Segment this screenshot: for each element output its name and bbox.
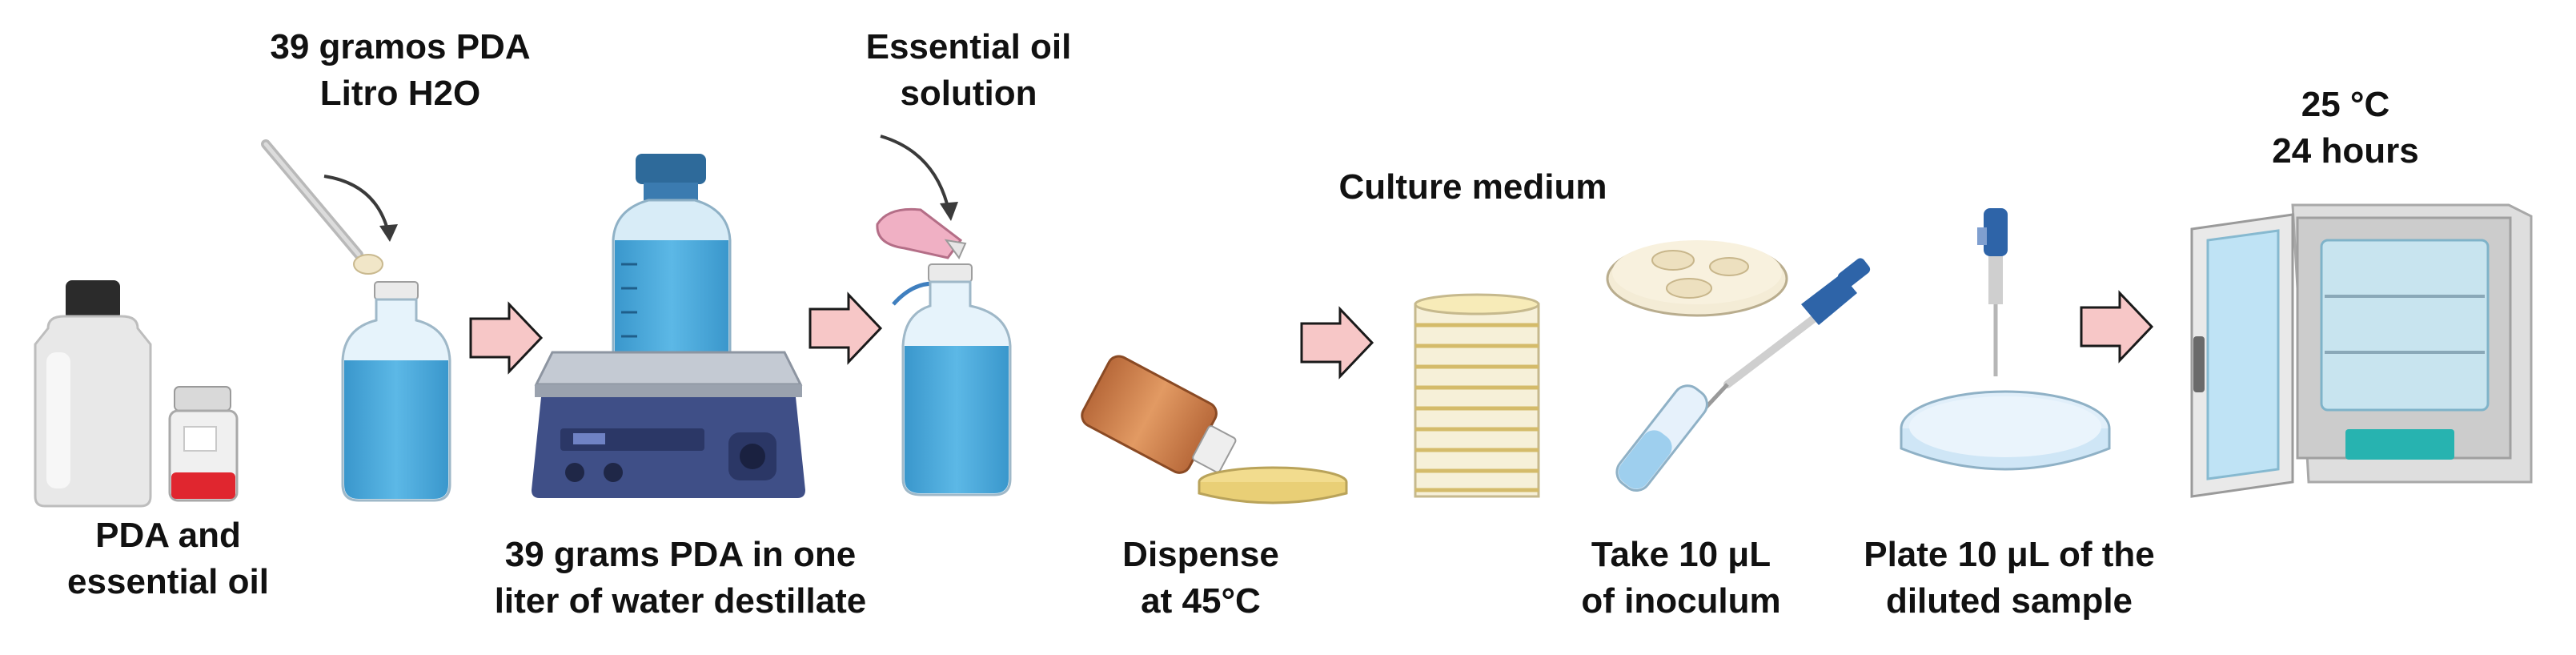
- pda-and-oil-line2: essential oil: [67, 562, 269, 601]
- pda-recipe-es-label: 39 gramos PDA Litro H2O: [248, 24, 552, 117]
- amber-bottle-icon: [1081, 355, 1237, 474]
- pda-recipe-es-line1: 39 gramos PDA: [270, 27, 531, 66]
- micropipette-icon: [1703, 258, 1871, 410]
- magnetic-stirrer-icon: [532, 351, 805, 498]
- pda-recipe-en-label: 39 grams PDA in one liter of water desti…: [456, 532, 905, 625]
- petri-dish-icon: [1900, 390, 2111, 471]
- pda-recipe-en-line2: liter of water destillate: [494, 581, 867, 621]
- essential-oil-line1: Essential oil: [865, 27, 1072, 66]
- pda-recipe-en-line1: 39 grams PDA in one: [504, 535, 857, 574]
- pda-bottle-icon: [34, 280, 152, 508]
- plate-sample-label: Plate 10 μL of the diluted sample: [1833, 532, 2185, 625]
- oil-flask-icon: [901, 263, 1012, 496]
- essential-oil-label: Essential oil solution: [849, 24, 1089, 117]
- pda-and-oil-line1: PDA and: [95, 516, 241, 555]
- water-flask-icon: [341, 281, 451, 502]
- sample-tube-icon: [1615, 384, 1708, 492]
- curved-arrow-icon: [880, 135, 958, 221]
- culture-medium-line1: Culture medium: [1338, 167, 1607, 207]
- process-arrow-icon: [1300, 306, 1374, 380]
- plate-sample-line2: diluted sample: [1885, 581, 2133, 621]
- dispense-label: Dispense at 45°C: [1097, 532, 1305, 625]
- plate-sample-line1: Plate 10 μL of the: [1864, 535, 2155, 574]
- dispense-line1: Dispense: [1122, 535, 1279, 574]
- micropipette-icon: [1977, 208, 2008, 376]
- incubation-label: 25 °C 24 hours: [2225, 82, 2466, 175]
- incubation-line2: 24 hours: [2272, 131, 2419, 171]
- dispense-line2: at 45°C: [1141, 581, 1261, 621]
- essential-oil-line2: solution: [900, 74, 1037, 113]
- pda-and-oil-label: PDA and essential oil: [40, 512, 296, 605]
- take-inoculum-line2: of inoculum: [1581, 581, 1781, 621]
- culture-medium-label: Culture medium: [1297, 164, 1649, 211]
- process-arrow-icon: [809, 291, 883, 365]
- process-arrow-icon: [2080, 290, 2154, 364]
- incubation-line1: 25 °C: [2301, 85, 2390, 124]
- petri-dish-icon: [1198, 466, 1348, 504]
- colony-plate-icon: [1606, 240, 1788, 317]
- blue-bottle-icon: [612, 154, 732, 376]
- incubator-icon: [2190, 203, 2533, 498]
- take-inoculum-label: Take 10 μL of inoculum: [1553, 532, 1809, 625]
- take-inoculum-line1: Take 10 μL: [1591, 535, 1772, 574]
- oil-vial-icon: [168, 386, 239, 502]
- plate-stack-icon: [1414, 293, 1540, 498]
- curved-arrow-icon: [323, 175, 398, 242]
- spatula-icon: [261, 139, 383, 275]
- pda-recipe-es-line2: Litro H2O: [319, 74, 481, 113]
- dropper-icon: [876, 207, 967, 259]
- process-arrow-icon: [469, 301, 544, 375]
